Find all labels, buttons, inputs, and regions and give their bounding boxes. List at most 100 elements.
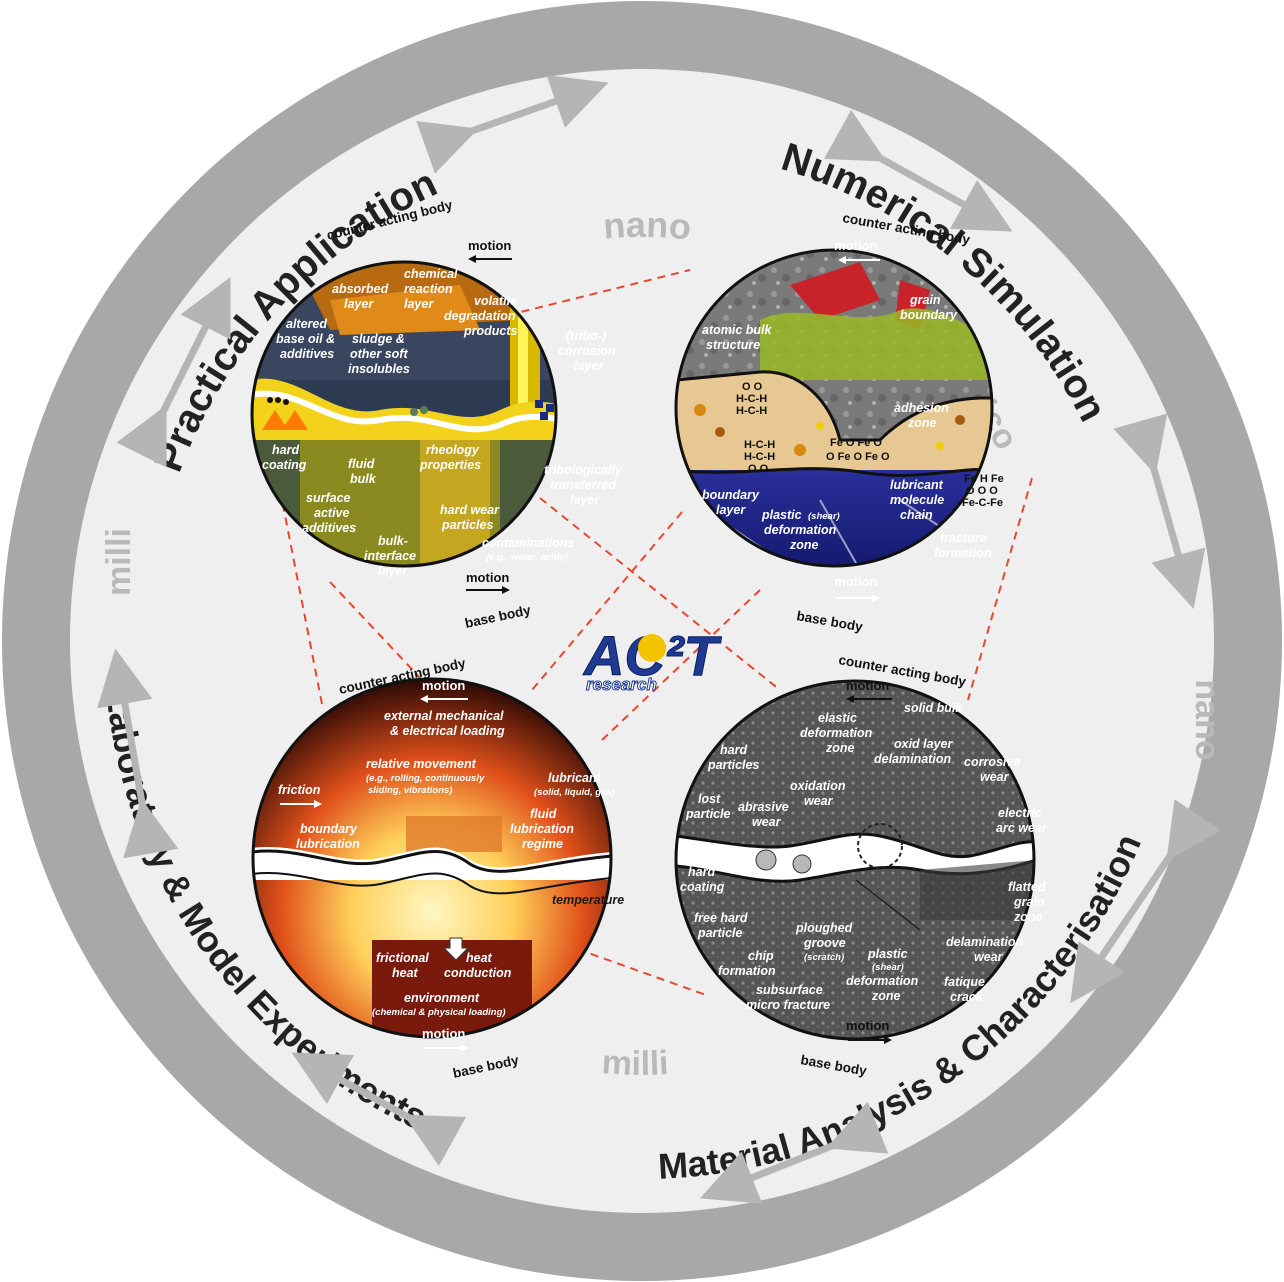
br-lbl-electric: electric [998, 806, 1042, 820]
logo-sub: research [586, 675, 657, 694]
br-lbl-subsurface: subsurface [756, 983, 823, 997]
tl-lbl-reaction: reaction [404, 282, 453, 296]
tr-chem-hch-1: H-C-H [736, 393, 767, 405]
arrow-left-upper [116, 276, 231, 468]
tr-chem-formulas: O O H-C-H H-C-H H-C-H H-C-H O O Fe O Fe … [736, 381, 1004, 509]
tr-lbl-grain: grain [909, 293, 941, 307]
tl-lbl-bulk-dash: bulk- [378, 534, 408, 548]
tr-motion-bottom-arrowhead [872, 594, 880, 602]
tr-lbl-deformation: deformation [764, 523, 837, 537]
br-lbl-oxid-layer: oxid layer [894, 737, 953, 751]
br-lbl-coating: coating [680, 880, 725, 894]
br-lbl-delamination: delamination [874, 752, 951, 766]
br-lbl-plastic: plastic [867, 947, 908, 961]
tl-lbl-layer-1: layer [404, 297, 434, 311]
bl-lbl-lubricant: lubricant [548, 771, 602, 785]
bl-lbl-frictional: frictional [376, 951, 429, 965]
br-lbl-lost: lost [698, 792, 721, 806]
tl-motion-top-arrowhead [468, 255, 476, 263]
bl-lbl-lubrication: lubrication [296, 837, 360, 851]
br-lbl-zone-3: zone [871, 989, 901, 1003]
br-lbl-groove: groove [803, 936, 846, 950]
scale-milli-left: milli [100, 528, 138, 596]
bl-lbl-conduction: conduction [444, 966, 512, 980]
bl-labels: external mechanical & electrical loading… [278, 709, 624, 1018]
tl-lbl-bulk: bulk [350, 472, 377, 486]
tr-chem-hch-4: H-C-H [744, 451, 775, 463]
arrow-right-lower [1070, 799, 1221, 1004]
bl-lbl-environment-sub: (chemical & physical loading) [372, 1007, 506, 1018]
tr-lbl-fracture: fracture [940, 531, 987, 545]
tl-lbl-volatile: volatile [474, 294, 517, 308]
bl-motion-bottom-arrowhead [460, 1044, 468, 1052]
tr-lbl-layer: layer [716, 503, 746, 517]
tr-chem-hch-3: H-C-H [744, 439, 775, 451]
tl-lbl-particles: particles [441, 518, 493, 532]
br-lbl-arc-wear: arc wear [996, 821, 1048, 835]
br-lbl-particle-2: particle [697, 926, 743, 940]
br-lbl-deformation-2: deformation [846, 974, 919, 988]
tl-lbl-fluid: fluid [348, 457, 375, 471]
br-motion-top: motion [846, 678, 889, 693]
br-lbl-elastic: elastic [818, 711, 857, 725]
br-lbl-grain: grain [1013, 895, 1045, 909]
bl-lbl-lubricant-sub: (solid, liquid, gas) [534, 787, 615, 798]
tr-lbl-shear: (shear) [808, 511, 840, 522]
bl-lbl-fluid: fluid [530, 807, 557, 821]
tr-lbl-molecule: molecule [890, 493, 944, 507]
bl-lbl-friction: friction [278, 783, 321, 797]
tl-lbl-other-soft: other soft [350, 347, 408, 361]
connector-bl-tl [281, 499, 323, 705]
bl-lbl-relative-sub2: sliding, vibrations) [368, 785, 452, 796]
bl-lbl-relative: relative movement [366, 757, 477, 771]
br-lbl-solid-bulk: solid bulk [904, 701, 963, 715]
tl-lbl-products: products [463, 324, 518, 338]
tl-lbl-interface: interface [364, 549, 416, 563]
br-lbl-oxidation: oxidation [790, 779, 846, 793]
br-lbl-zone: zone [825, 741, 855, 755]
connector-tl-br [539, 497, 781, 691]
br-lbl-crack: crack [950, 990, 984, 1004]
bl-lbl-heat: heat [392, 966, 419, 980]
tr-lbl-zone: zone [907, 416, 937, 430]
br-lbl-free-hard: free hard [694, 911, 748, 925]
bl-motion-top-arrowhead [420, 695, 428, 703]
bl-motion-top: motion [422, 678, 465, 693]
tl-lbl-altered: altered [286, 317, 327, 331]
tr-chem-oo-2: O O [748, 463, 769, 475]
tl-lbl-surface: surface [306, 491, 351, 505]
tl-motion-bottom-arrowhead [502, 586, 510, 594]
tl-lbl-hard-wear: hard wear [440, 503, 500, 517]
bl-heat-down-arrow-icon [442, 937, 470, 961]
circle-material-analysis: counter acting body base body motion mot… [674, 652, 1048, 1079]
arrow-bottom-left [291, 1052, 467, 1167]
bl-motion-bottom: motion [422, 1026, 465, 1041]
tr-chem-feo-1: Fe O Fe O [830, 437, 882, 449]
br-lbl-zone-2: zone [1013, 910, 1043, 924]
tl-lbl-layer-2: layer [344, 297, 374, 311]
tl-lbl-corrosion: corrosion [558, 344, 616, 358]
tl-lbl-tribo: (tribo-) [566, 329, 606, 343]
br-lbl-hard: hard [720, 743, 747, 757]
tr-lbl-zone-2: zone [789, 538, 819, 552]
br-motion-top-arrowhead [846, 695, 854, 703]
tr-chem-fe-3: Fe H Fe [964, 473, 1004, 485]
tl-lbl-absorbed: absorbed [332, 282, 389, 296]
br-lbl-ploughed: ploughed [795, 921, 853, 935]
br-lbl-fatique: fatique [944, 975, 985, 989]
tr-lbl-structure: structure [706, 338, 760, 352]
arrow-top-right [823, 109, 1013, 232]
tl-lbl-base-oil: base oil & [276, 332, 335, 346]
circle-laboratory-experiments: counter acting body base body motion mot… [251, 655, 624, 1081]
tl-lbl-tribologically: tribologically [544, 463, 623, 477]
br-lbl-particle: particle [685, 807, 731, 821]
br-lbl-wear-1: wear [980, 770, 1010, 784]
tl-lbl-layer-3: layer [574, 359, 604, 373]
scale-nano-right: nano [1188, 679, 1226, 760]
arrow-left-lower [97, 648, 179, 859]
tr-chem-oo-1: O O [742, 381, 763, 393]
tl-lbl-hard: hard [272, 443, 299, 457]
br-lbl-corrosive: corrosive [964, 755, 1020, 769]
br-lbl-deformation: deformation [800, 726, 873, 740]
tl-lbl-chemical: chemical [404, 267, 458, 281]
